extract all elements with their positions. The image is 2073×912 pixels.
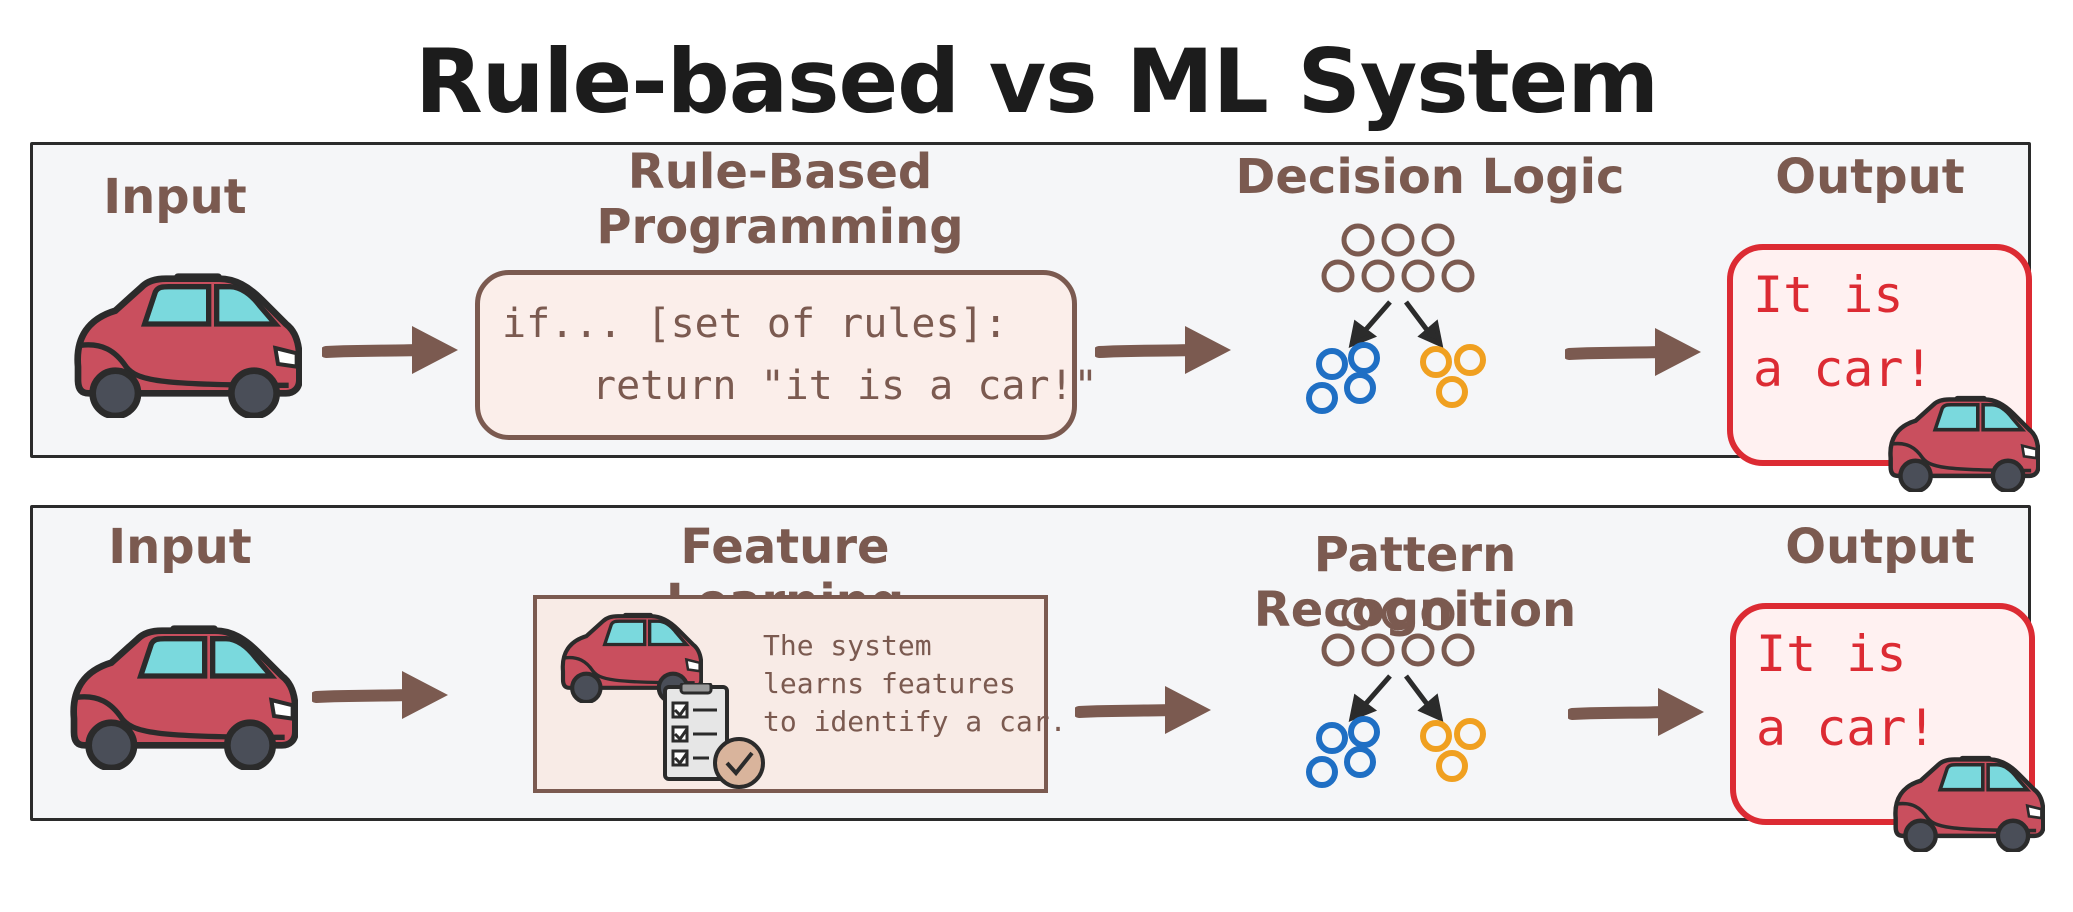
checklist-icon	[663, 683, 765, 789]
rule-based-label-line2: Programming	[596, 199, 964, 256]
row1-output-box: It is a car!	[1727, 244, 2032, 466]
network-icon	[1300, 222, 1500, 422]
rule-based-label-line1: Rule-Based	[627, 144, 933, 200]
row1-output-line2: a car!	[1753, 340, 1934, 398]
row2-output-label: Output	[1785, 519, 1975, 575]
rule-line-2: return "it is a car!"	[592, 363, 1098, 409]
arrow-icon	[1075, 680, 1215, 740]
feature-text-line1: The system	[763, 629, 932, 662]
rule-based-label: Rule-Based Programming	[560, 144, 1000, 256]
car-icon	[58, 622, 298, 770]
arrow-icon	[1095, 320, 1235, 380]
feature-text-line2: learns features	[763, 667, 1016, 700]
car-icon	[62, 270, 302, 418]
feature-text-line3: to identify a car.	[763, 705, 1067, 738]
row2-output-line2: a car!	[1756, 699, 1937, 757]
rule-code-box: if... [set of rules]: return "it is a ca…	[475, 270, 1098, 440]
page-title: Rule-based vs ML System	[414, 30, 1659, 133]
decision-logic-label: Decision Logic	[1235, 149, 1625, 205]
feature-learning-box: The system learns features to identify a…	[533, 595, 1066, 793]
row1-output-line1: It is	[1753, 266, 1904, 324]
network-icon	[1300, 596, 1500, 796]
arrow-icon	[1565, 322, 1705, 382]
arrow-icon	[1568, 682, 1708, 742]
row2-output-box: It is a car!	[1730, 603, 2035, 825]
row1-output-label: Output	[1775, 149, 1965, 205]
row2-input-label: Input	[108, 519, 252, 575]
rule-line-1: if... [set of rules]:	[502, 301, 1008, 347]
car-icon	[1880, 394, 2040, 492]
pattern-recognition-label: Pattern Recognition	[1253, 527, 1577, 639]
car-icon	[1885, 754, 2045, 852]
arrow-icon	[322, 320, 462, 380]
row1-input-label: Input	[103, 169, 247, 225]
arrow-icon	[312, 665, 452, 725]
row2-output-line1: It is	[1756, 625, 1907, 683]
